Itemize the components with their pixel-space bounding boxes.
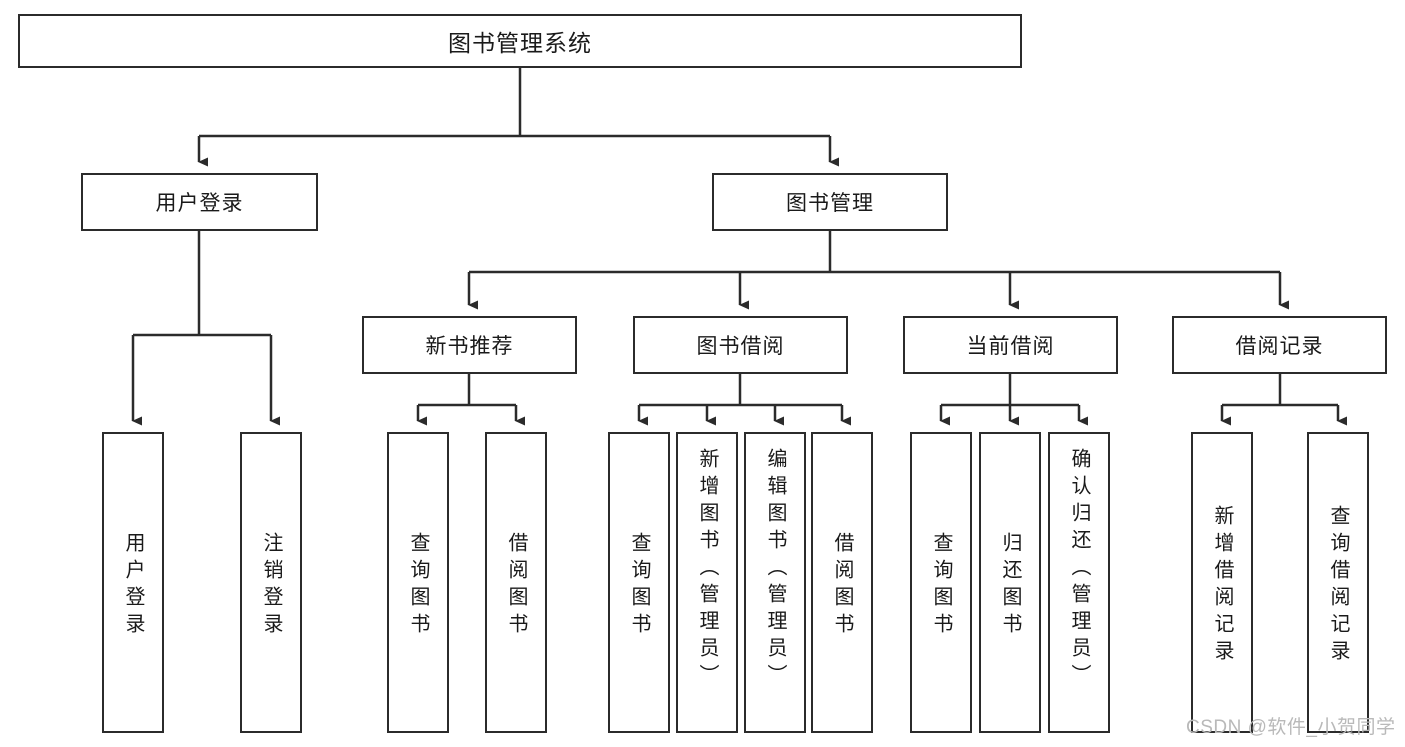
leaf-current-borrow-return-label: 归还图书	[999, 531, 1021, 640]
node-current-borrow[interactable]: 当前借阅	[903, 316, 1118, 374]
leaf-borrow-record-add-label: 新增借阅记录	[1211, 504, 1233, 667]
leaf-book-borrow-add-label: 新增图书（管理员）	[696, 448, 718, 691]
leaf-book-borrow-query[interactable]: 查询图书	[608, 432, 670, 733]
leaf-book-borrow-query-label: 查询图书	[628, 531, 650, 640]
leaf-user-login-logout[interactable]: 注销登录	[240, 432, 302, 733]
leaf-current-borrow-return[interactable]: 归还图书	[979, 432, 1041, 733]
node-borrow-record[interactable]: 借阅记录	[1172, 316, 1387, 374]
leaf-text-wrap: 用户登录	[122, 440, 144, 731]
node-borrow-record-label: 借阅记录	[1235, 335, 1324, 358]
node-book-borrow-label: 图书借阅	[696, 335, 785, 358]
leaf-borrow-record-query[interactable]: 查询借阅记录	[1307, 432, 1369, 733]
leaf-text-wrap: 确认归还（管理员）	[1068, 440, 1090, 739]
node-book-management[interactable]: 图书管理	[712, 173, 948, 231]
leaf-new-book-borrow-label: 借阅图书	[505, 531, 527, 640]
leaf-book-borrow-edit[interactable]: 编辑图书（管理员）	[744, 432, 806, 733]
node-user-login[interactable]: 用户登录	[81, 173, 318, 231]
leaf-text-wrap: 注销登录	[260, 440, 282, 731]
node-root[interactable]: 图书管理系统	[18, 14, 1022, 68]
leaf-text-wrap: 借阅图书	[831, 440, 853, 731]
leaf-book-borrow-add[interactable]: 新增图书（管理员）	[676, 432, 738, 733]
node-user-login-label: 用户登录	[155, 192, 244, 215]
leaf-book-borrow-borrow-label: 借阅图书	[831, 531, 853, 640]
leaf-current-borrow-query[interactable]: 查询图书	[910, 432, 972, 733]
leaf-current-borrow-confirm[interactable]: 确认归还（管理员）	[1048, 432, 1110, 733]
leaf-book-borrow-edit-label: 编辑图书（管理员）	[764, 448, 786, 691]
leaf-text-wrap: 归还图书	[999, 440, 1021, 731]
leaf-text-wrap: 查询图书	[930, 440, 952, 731]
leaf-new-book-query-label: 查询图书	[407, 531, 429, 640]
node-current-borrow-label: 当前借阅	[966, 335, 1055, 358]
leaf-text-wrap: 查询图书	[407, 440, 429, 731]
leaf-current-borrow-confirm-label: 确认归还（管理员）	[1068, 448, 1090, 691]
leaf-text-wrap: 查询图书	[628, 440, 650, 731]
leaf-text-wrap: 编辑图书（管理员）	[764, 440, 786, 739]
leaf-text-wrap: 查询借阅记录	[1327, 440, 1349, 731]
leaf-text-wrap: 新增图书（管理员）	[696, 440, 718, 739]
node-root-label: 图书管理系统	[448, 30, 592, 56]
leaf-user-login-login[interactable]: 用户登录	[102, 432, 164, 733]
node-new-book-recommend[interactable]: 新书推荐	[362, 316, 577, 374]
leaf-borrow-record-query-label: 查询借阅记录	[1327, 504, 1349, 667]
leaf-user-login-logout-label: 注销登录	[260, 531, 282, 640]
node-book-borrow[interactable]: 图书借阅	[633, 316, 848, 374]
leaf-text-wrap: 新增借阅记录	[1211, 440, 1233, 731]
leaf-current-borrow-query-label: 查询图书	[930, 531, 952, 640]
leaf-book-borrow-borrow[interactable]: 借阅图书	[811, 432, 873, 733]
leaf-new-book-query[interactable]: 查询图书	[387, 432, 449, 733]
leaf-user-login-login-label: 用户登录	[122, 531, 144, 640]
watermark: CSDN @软件_小贺同学	[1186, 717, 1396, 738]
node-book-management-label: 图书管理	[786, 192, 874, 215]
leaf-new-book-borrow[interactable]: 借阅图书	[485, 432, 547, 733]
leaf-text-wrap: 借阅图书	[505, 440, 527, 731]
node-new-book-recommend-label: 新书推荐	[425, 335, 514, 358]
leaf-borrow-record-add[interactable]: 新增借阅记录	[1191, 432, 1253, 733]
